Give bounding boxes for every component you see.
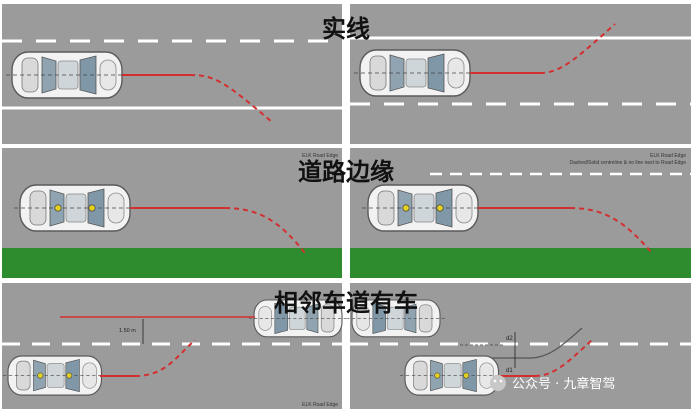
watermark-text: 公众号 · 九章智驾 [512, 376, 615, 392]
wechat-icon [490, 375, 506, 391]
panel-road-edge-left: ELK Road Edge [2, 148, 342, 278]
panel-label: ELK Road Edge [302, 153, 338, 159]
departure-path [534, 339, 593, 377]
panel-label: ELK Road Edge [302, 402, 338, 408]
departure-path [224, 207, 306, 254]
d1-label: d1 [506, 368, 513, 374]
departure-path [569, 207, 653, 254]
section-title-adjacent-vehicle: 相邻车道有车 [274, 288, 418, 317]
ego-vehicle [14, 185, 136, 231]
ego-vehicle [400, 356, 504, 395]
ego-vehicle [353, 49, 477, 97]
departure-path [134, 339, 196, 377]
panel-label: ELK Road Edge [650, 153, 686, 159]
gap-label: 1.50 m [119, 328, 136, 334]
grass-verge [2, 248, 342, 278]
reference-path [470, 327, 583, 359]
panel-adjacent-right: d2 d1 [346, 283, 691, 409]
ego-vehicle [3, 356, 107, 395]
panel-label: Dashed/Solid centreline & no line next t… [570, 160, 687, 166]
section-title-road-edge: 道路边缘 [298, 157, 394, 186]
panel-solid-line-right [350, 4, 691, 144]
watermark: 公众号 · 九章智驾 [490, 375, 615, 392]
panel-adjacent-left: 1.50 m ELK Road Edge [2, 283, 348, 409]
d2-label: d2 [506, 336, 513, 342]
ego-vehicle [362, 185, 484, 231]
panel-solid-line-left [2, 4, 342, 144]
panel-road-edge-right: ELK Road Edge Dashed/Solid centreline & … [350, 148, 691, 278]
ego-vehicle [5, 51, 129, 99]
departure-path [539, 23, 616, 74]
section-title-solid-line: 实线 [322, 14, 370, 43]
grass-verge [350, 248, 691, 278]
